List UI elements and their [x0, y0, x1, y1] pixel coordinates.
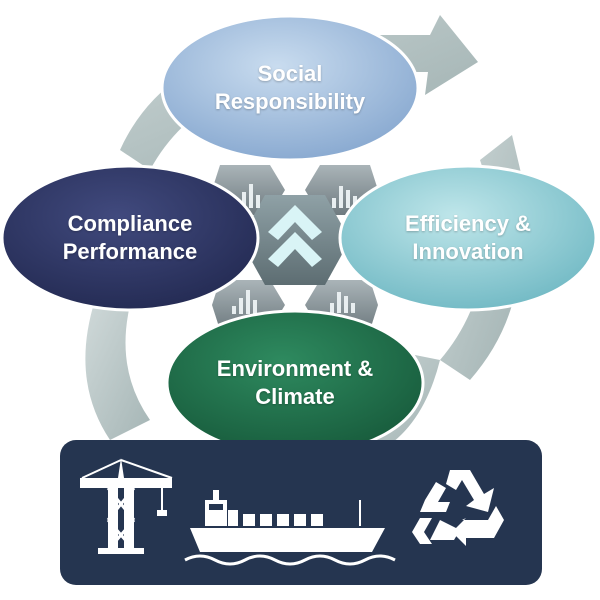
cycle-arrow-left	[85, 300, 150, 440]
bottom-panel	[60, 440, 542, 585]
node-social-responsibility	[160, 14, 420, 162]
cargo-ship-icon	[184, 490, 396, 566]
node-compliance-performance	[0, 164, 260, 312]
node-efficiency-innovation	[338, 164, 598, 312]
port-crane-icon	[80, 458, 173, 554]
bar-chart-icon	[330, 292, 355, 313]
recycle-icon	[412, 470, 504, 546]
bar-chart-icon	[232, 290, 257, 314]
double-chevron-up-icon	[268, 205, 322, 267]
node-environment-climate	[165, 309, 425, 457]
hex-cluster	[212, 165, 378, 330]
